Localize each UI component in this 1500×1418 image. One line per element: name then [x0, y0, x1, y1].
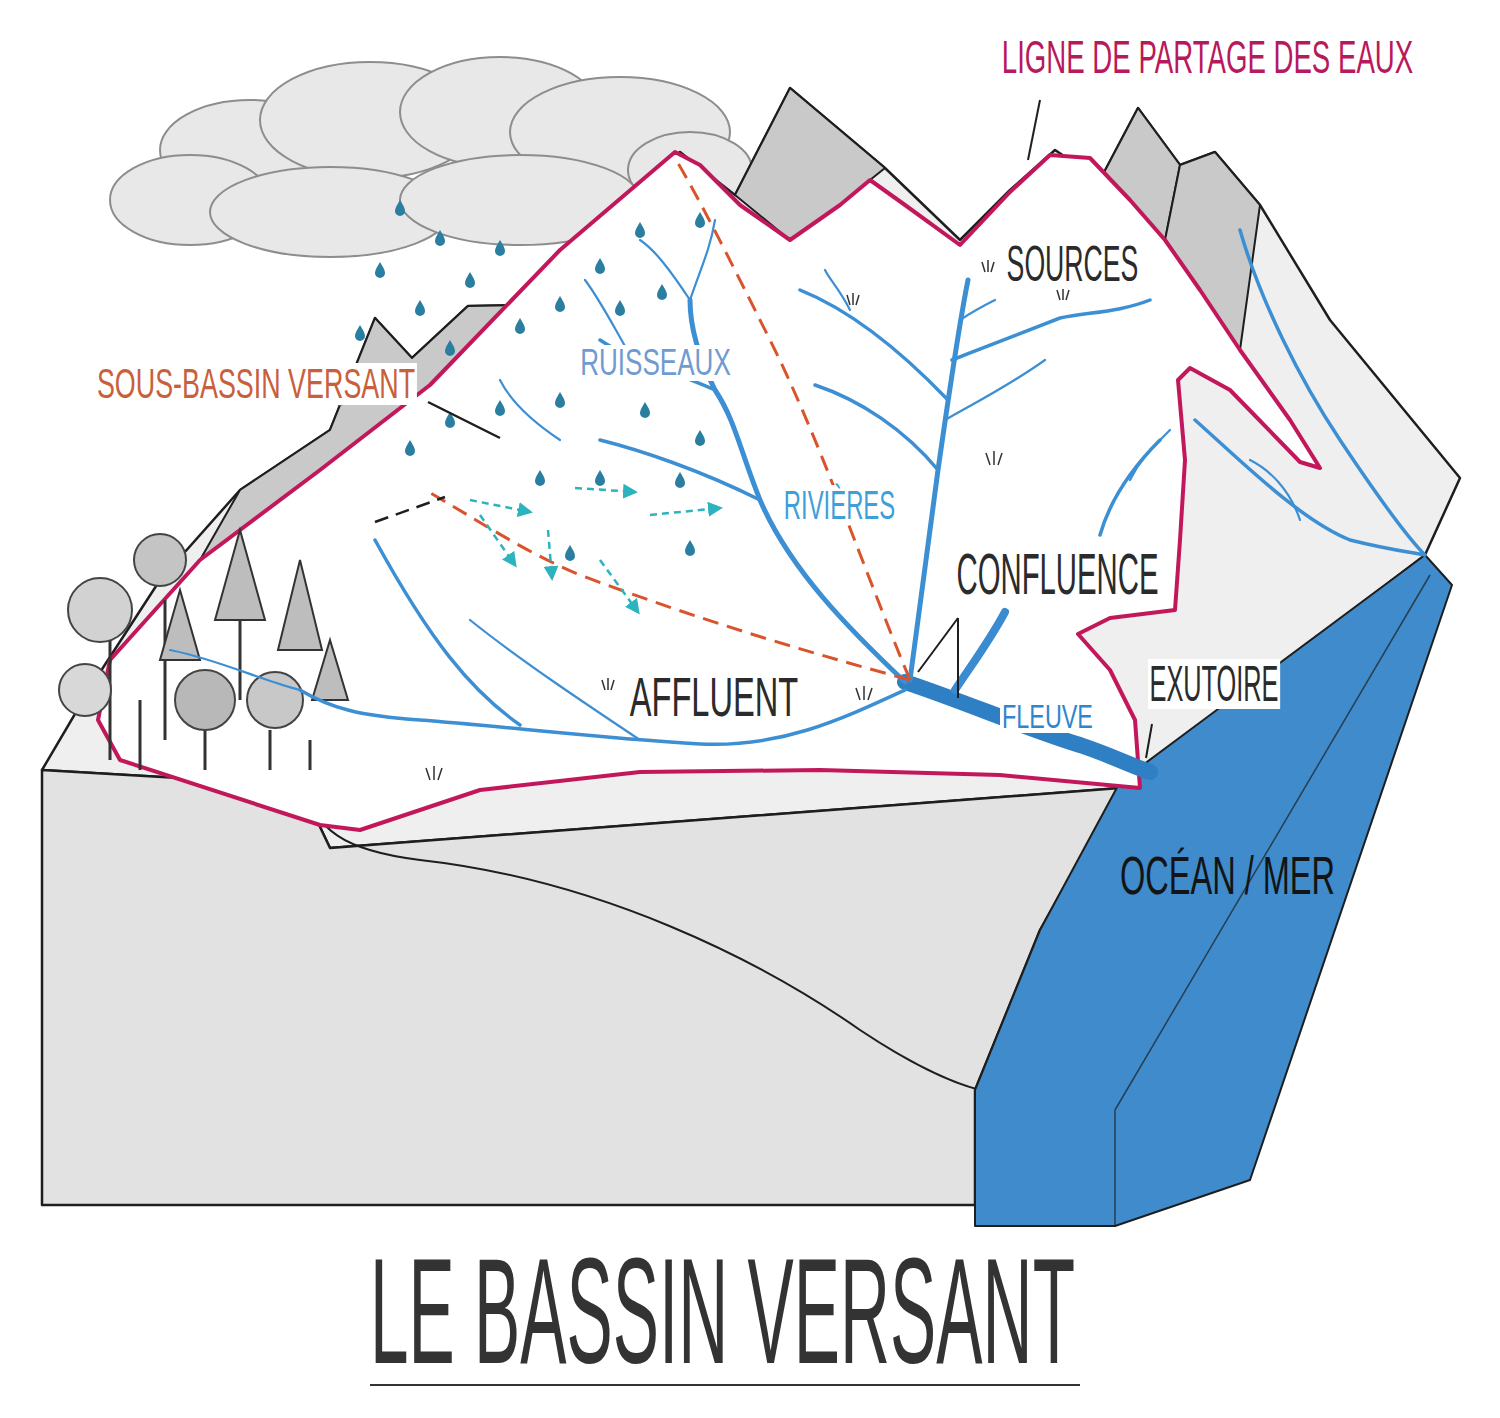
tree-crown [134, 534, 186, 586]
runoff-arrow [600, 560, 638, 612]
sub-basin-boundary [425, 158, 910, 680]
leader-line [918, 618, 958, 698]
sub-basin-boundary-back [375, 497, 445, 522]
main-river [905, 682, 1150, 772]
ground-profile [300, 785, 980, 1090]
callout-label: RUISSEAUX [578, 345, 733, 381]
runoff-arrow [470, 500, 530, 512]
callout-label: FLEUVE [1000, 699, 1095, 733]
river [690, 280, 968, 682]
callout-label: EXUTOIRE [1148, 659, 1280, 709]
tree-crown [247, 672, 303, 728]
runoff-arrow [548, 530, 552, 578]
leader-line [428, 402, 500, 438]
tree-crown [175, 670, 235, 730]
callout-label: OCÉAN / MER [1120, 848, 1335, 902]
runoff-arrows [470, 488, 720, 612]
callout-label: AFFLUENT [628, 669, 800, 725]
leader-line [1028, 100, 1040, 160]
block-front [42, 770, 1120, 1205]
watershed-boundary [98, 152, 1320, 830]
callout-label: CONFLUENCE [955, 545, 1160, 603]
runoff-arrow [575, 488, 635, 492]
callout-label: SOUS-BASSIN VERSANT [95, 363, 417, 405]
tree-crown [68, 578, 132, 642]
title: LE BASSIN VERSANT [370, 1236, 1075, 1386]
callout-label: LIGNE DE PARTAGE DES EAUX [1000, 34, 1415, 80]
leader-line [1146, 724, 1152, 758]
callout-label: RIVIÈRES [782, 485, 897, 525]
stream [300, 230, 1425, 744]
ocean-edge [1115, 575, 1430, 1226]
brook [170, 220, 1300, 740]
grass-tufts [426, 260, 1069, 780]
tree-crown [59, 664, 111, 716]
runoff-arrow [480, 515, 515, 565]
river [955, 612, 1005, 690]
runoff-arrow [650, 508, 720, 515]
trees [59, 530, 348, 770]
callout-label: SOURCES [1005, 239, 1140, 289]
